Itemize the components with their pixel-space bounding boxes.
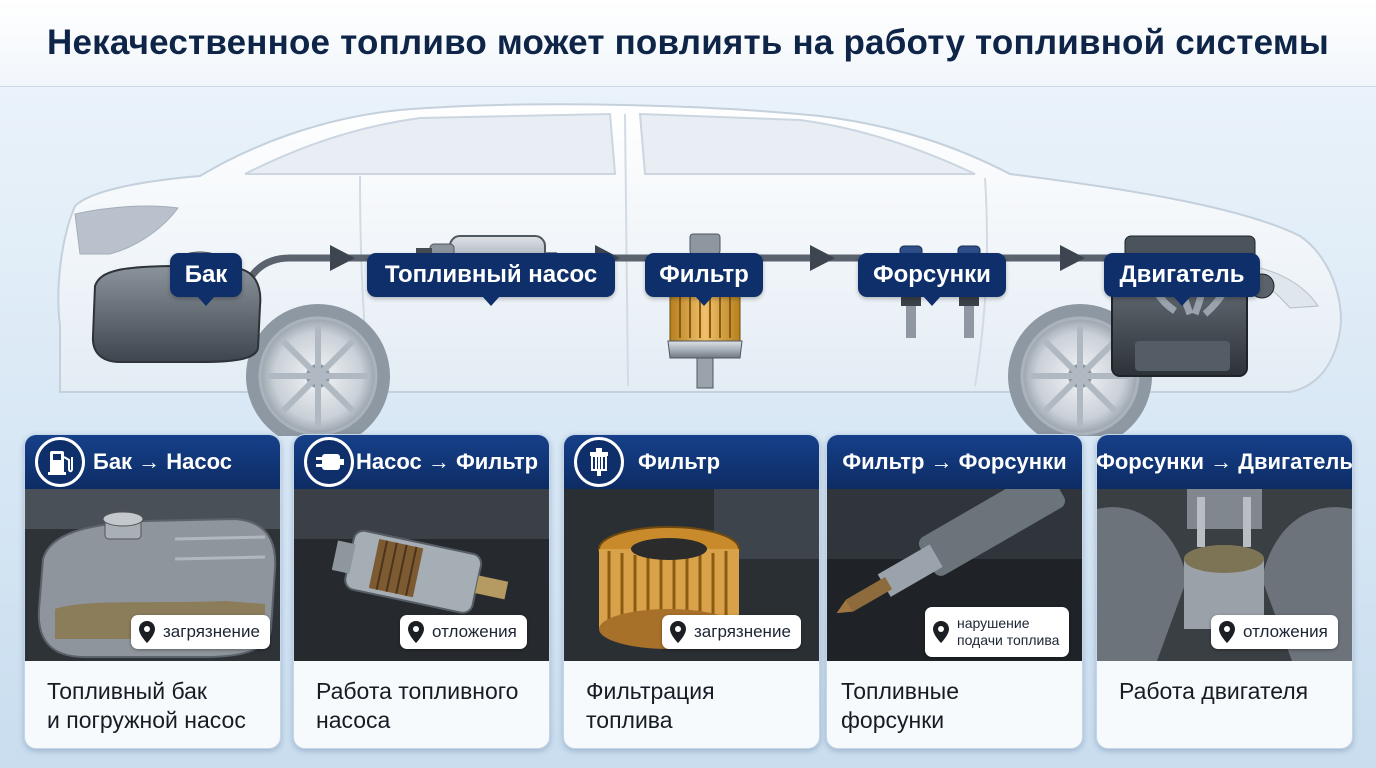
card-caption: Топливный бак и погружной насос [47,678,246,733]
card-header: Фильтр [564,435,819,489]
card-tank-to-pump: Бак → Насос загрязнение Топливный бак и … [24,434,281,749]
card-header: Форсунки → Двигатель [1097,435,1352,489]
card-header: Фильтр → Форсунки [827,435,1082,489]
location-pin-icon [139,621,155,643]
issue-tag: отложения [1211,615,1338,649]
card-filter: Фильтр загрязнение Фильтрация топлива [563,434,820,749]
location-pin-icon [408,621,424,643]
title-bar: Некачественное топливо может повлиять на… [0,0,1376,87]
stage-label-engine: Двигатель [1104,253,1260,306]
issue-tag: отложения [400,615,527,649]
card-caption: Работа двигателя [1119,678,1309,704]
photo-fuel-pump: отложения [294,489,549,661]
location-pin-icon [670,621,686,643]
issue-tag: нарушение подачи топлива [925,607,1070,657]
photo-engine: отложения [1097,489,1352,661]
card-caption: Фильтрация топлива [586,678,715,733]
car-illustration [57,103,1342,436]
card-caption: Топливные форсунки [841,678,960,733]
fuel-filter-icon [574,437,624,487]
location-pin-icon [933,621,949,643]
stage-label-filter: Фильтр [645,253,763,306]
fuel-pump-module-icon [304,437,354,487]
issue-tag: загрязнение [131,615,270,649]
card-header: Насос → Фильтр [294,435,549,489]
card-header: Бак → Насос [25,435,280,489]
stage-label-pump: Топливный насос [367,253,615,306]
photo-fuel-tank: загрязнение [25,489,280,661]
fuel-pump-icon [35,437,85,487]
issue-tag: загрязнение [662,615,801,649]
page-title: Некачественное топливо может повлиять на… [46,23,1330,62]
car-diagram: Бак Топливный насос Фильтр Форсунки Двиг… [0,86,1376,436]
card-filter-to-injectors: Фильтр → Форсунки нарушение подачи топли… [826,434,1083,749]
stage-label-tank: Бак [170,253,242,306]
photo-fuel-filter: загрязнение [564,489,819,661]
photo-fuel-injector: нарушение подачи топлива [827,489,1082,661]
card-caption: Работа топливного насоса [316,678,519,733]
stage-label-injectors: Форсунки [858,253,1006,306]
location-pin-icon [1219,621,1235,643]
card-pump-to-filter: Насос → Фильтр отложения Работа топливно… [293,434,550,749]
card-injectors-to-engine: Форсунки → Двигатель отложения Работа дв… [1096,434,1353,749]
